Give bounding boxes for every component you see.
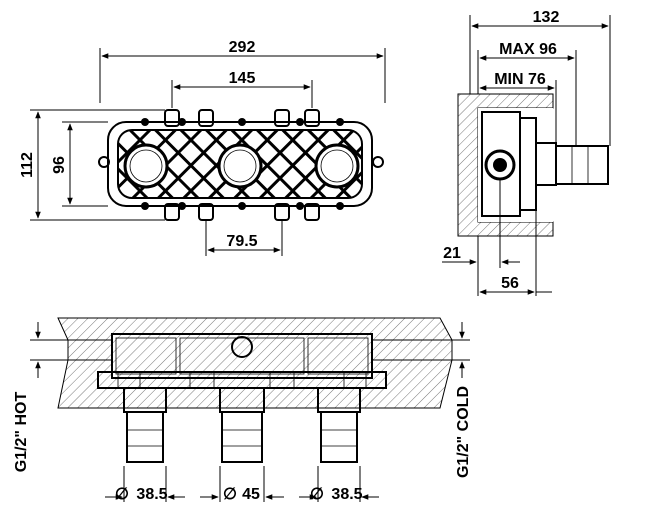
- dim-inner-height: 96: [51, 121, 108, 207]
- dim-21-label: 21: [443, 245, 461, 262]
- outlet-pipe-right: [317, 387, 361, 463]
- dim-56-label: 56: [501, 275, 519, 292]
- diameter-symbol-left: ∅: [115, 486, 129, 503]
- diameter-symbol-right: ∅: [310, 486, 324, 503]
- dim-112-label: 112: [19, 152, 36, 178]
- dim-body-depth: 56: [479, 210, 552, 296]
- side-outlet-pipe: [555, 145, 609, 185]
- dim-96-label: 96: [51, 156, 68, 174]
- dim-min-76-label: MIN 76: [494, 71, 546, 88]
- front-view: 292 145 112 96 79.5: [19, 39, 386, 256]
- dim-wall-offset: 21: [442, 180, 520, 296]
- section-view: ∅ 38.5 ∅ 45 ∅ 38.5 G1/2" HOT G1/2" COLD: [13, 317, 472, 503]
- diameter-symbol-center: ∅: [223, 486, 237, 503]
- dim-132-label: 132: [533, 9, 560, 26]
- diameter-right-label: 38.5: [331, 486, 362, 503]
- outlet-pipe-left: [123, 387, 167, 463]
- dim-overall-height: 112: [19, 109, 165, 221]
- dim-diameter-right: ∅ 38.5: [299, 466, 379, 503]
- outlet-pipe-center: [219, 387, 265, 463]
- diameter-center-label: 45: [242, 486, 260, 503]
- diameter-left-label: 38.5: [136, 486, 167, 503]
- dim-145-label: 145: [229, 70, 256, 87]
- dim-diameter-center: ∅ 45: [200, 466, 284, 503]
- dim-overall-width: 292: [99, 39, 386, 103]
- dim-79-5-label: 79.5: [226, 233, 257, 250]
- outlet-rings: [123, 143, 360, 189]
- side-view: 132 MAX 96 MIN 76 21 56: [442, 9, 611, 296]
- dim-diameter-left: ∅ 38.5: [105, 466, 185, 503]
- mounting-lugs: [164, 109, 320, 221]
- hot-label: G1/2" HOT: [13, 392, 30, 473]
- dim-outlet-spacing: 79.5: [205, 220, 283, 256]
- dim-inner-span: 145: [171, 70, 313, 108]
- cold-label: G1/2" COLD: [455, 386, 472, 478]
- fixing-holes: [141, 118, 344, 210]
- dim-292-label: 292: [229, 39, 256, 56]
- dim-depth-min: MIN 76: [479, 71, 557, 143]
- dim-depth-total: 132: [469, 9, 611, 146]
- wall-section-top: [57, 317, 453, 409]
- dim-depth-max: MAX 96: [477, 41, 577, 146]
- dim-max-96-label: MAX 96: [499, 41, 557, 58]
